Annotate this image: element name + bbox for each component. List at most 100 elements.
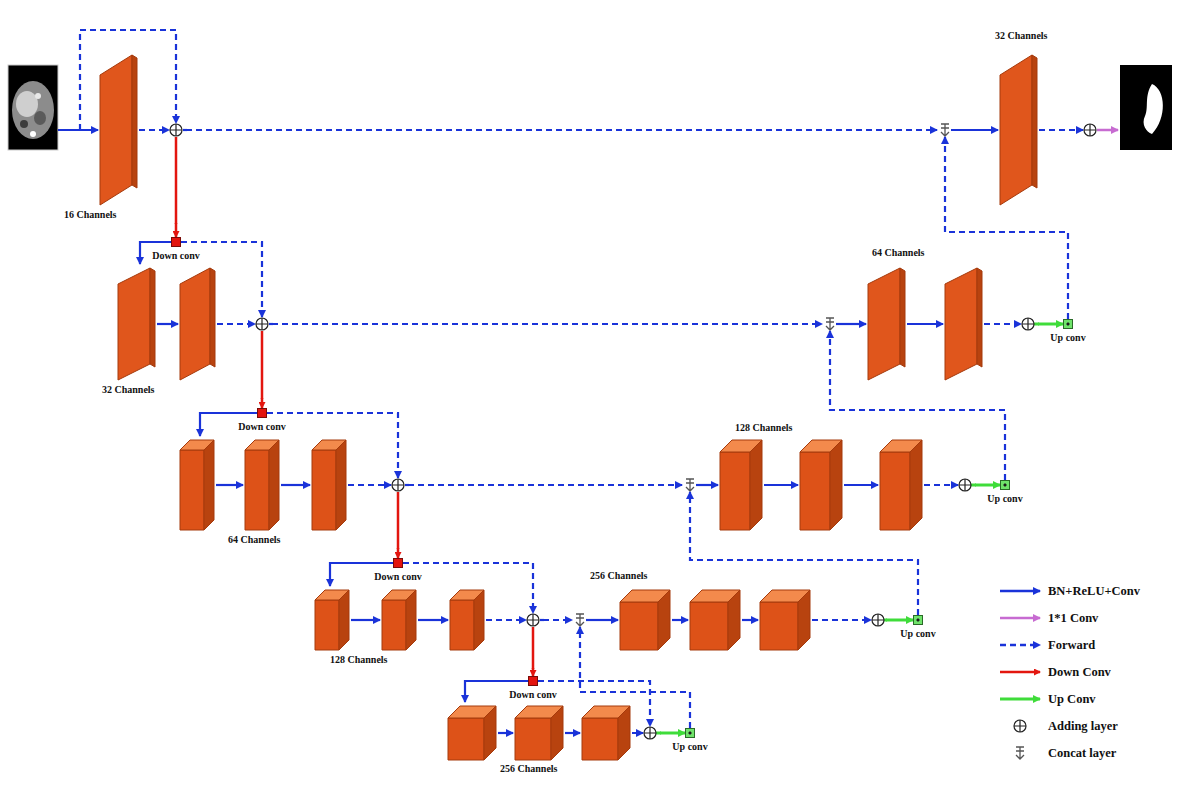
legend-row: BN+ReLU+Conv	[1048, 583, 1140, 610]
feature-map	[945, 268, 977, 380]
adding-layer	[392, 479, 404, 491]
feature-block	[484, 706, 496, 760]
feature-block	[728, 590, 740, 650]
adding-layer	[644, 727, 656, 739]
up-conv-block: Up conv	[913, 615, 923, 625]
down-conv-line	[176, 137, 533, 669]
concat-layer	[576, 124, 949, 626]
forward-arrow	[403, 563, 533, 613]
legend-sample	[1000, 617, 1040, 620]
adding-layer	[644, 727, 656, 739]
connector	[580, 627, 690, 728]
operation-label: Up conv	[1050, 332, 1085, 343]
conv-arrow	[951, 129, 998, 131]
feature-block	[339, 590, 349, 650]
concat-layer	[686, 479, 694, 491]
down-conv-block: Down conv	[393, 558, 403, 568]
feature-stage: 256 Channels	[572, 568, 886, 627]
legend-sample	[1014, 720, 1026, 732]
feature-stage: 64 Channels	[822, 245, 1038, 331]
conv-arrow	[58, 130, 998, 733]
adding-layer	[527, 614, 539, 626]
channel-label: 256 Channels	[590, 570, 648, 581]
adding-layer	[1084, 124, 1096, 136]
legend-sample	[1000, 591, 1040, 759]
channel-label: 16 Channels	[64, 209, 117, 220]
feature-stage: 16 Channels	[60, 50, 186, 223]
operation-label: Up conv	[987, 493, 1022, 504]
operation-label: Down conv	[238, 421, 286, 432]
connector	[397, 548, 400, 558]
adding-layer	[959, 479, 971, 491]
connector	[186, 129, 937, 131]
input-ct-image	[30, 131, 36, 137]
adding-layer	[256, 318, 268, 330]
legend-text: BN+ReLU+Conv	[1048, 584, 1140, 598]
conv-arrow	[216, 484, 243, 486]
feature-map	[900, 268, 905, 367]
down-conv-line	[532, 627, 535, 669]
down-conv-block: Down conv	[257, 408, 267, 418]
legend-sample	[1000, 644, 1040, 647]
down-conv-block: Down conv	[171, 237, 181, 247]
adding-layer	[872, 614, 884, 626]
legend-sample	[1016, 747, 1024, 759]
legend-row: Up Conv	[1048, 691, 1140, 718]
forward-arrow	[632, 732, 643, 734]
legend-text: 1*1 Conv	[1048, 611, 1098, 625]
feature-block	[760, 602, 798, 650]
channel-label: 128 Channels	[330, 654, 388, 665]
adding-layer	[392, 479, 404, 491]
conv-arrow	[418, 619, 448, 621]
concat-layer	[576, 614, 584, 626]
adding-layer	[527, 614, 539, 626]
legend: BN+ReLU+Conv 1*1 ConvForwardDown Conv Up C…	[1048, 583, 1140, 772]
input-ct-image	[16, 91, 38, 117]
feature-stage: 128 Channels	[305, 586, 543, 668]
up-conv-block: Up conv	[1000, 480, 1010, 490]
adding-layer	[1022, 318, 1034, 330]
legend-row: Down Conv	[1048, 664, 1140, 691]
feature-map	[210, 268, 215, 367]
up-conv-block: Up conv	[1063, 319, 1073, 329]
feature-block	[551, 706, 563, 760]
forward-stub	[183, 130, 544, 620]
conv-arrow	[764, 484, 798, 486]
feature-block	[245, 450, 269, 530]
legend-sample	[1000, 590, 1040, 593]
legend-row: 1*1 Conv	[1048, 610, 1140, 637]
down-conv-block: Down conv	[528, 676, 538, 686]
feature-block	[720, 452, 750, 530]
feature-block	[830, 440, 842, 530]
legend-text: Forward	[1048, 638, 1095, 652]
channel-label: 64 Channels	[872, 247, 925, 258]
adding-layer	[872, 614, 884, 626]
conv-arrow	[498, 732, 513, 734]
adding-layer	[170, 124, 182, 136]
adding-layer	[256, 318, 268, 330]
feature-block	[800, 452, 830, 530]
legend-sample	[1000, 671, 1040, 674]
forward-arrow	[812, 619, 871, 621]
feature-block	[315, 600, 339, 650]
down-conv-line	[397, 492, 400, 549]
feature-block	[382, 600, 406, 650]
conv-arrow	[742, 619, 758, 621]
channel-label: 32 Channels	[995, 30, 1048, 41]
adding-layer	[644, 727, 656, 739]
legend-text: Down Conv	[1048, 665, 1111, 679]
input-ct-image	[20, 120, 28, 128]
feature-block	[180, 440, 922, 760]
legend-text: Concat layer	[1048, 746, 1116, 760]
output-mask-image	[1144, 84, 1163, 134]
connector	[975, 484, 1000, 487]
input-ct-image	[35, 93, 41, 99]
operation-label: Up conv	[900, 628, 935, 639]
connector	[1038, 323, 1063, 326]
forward-arrow	[267, 413, 398, 478]
conv-arrow	[907, 323, 943, 325]
legend-sample	[1014, 720, 1026, 732]
concat-layer	[826, 318, 834, 330]
